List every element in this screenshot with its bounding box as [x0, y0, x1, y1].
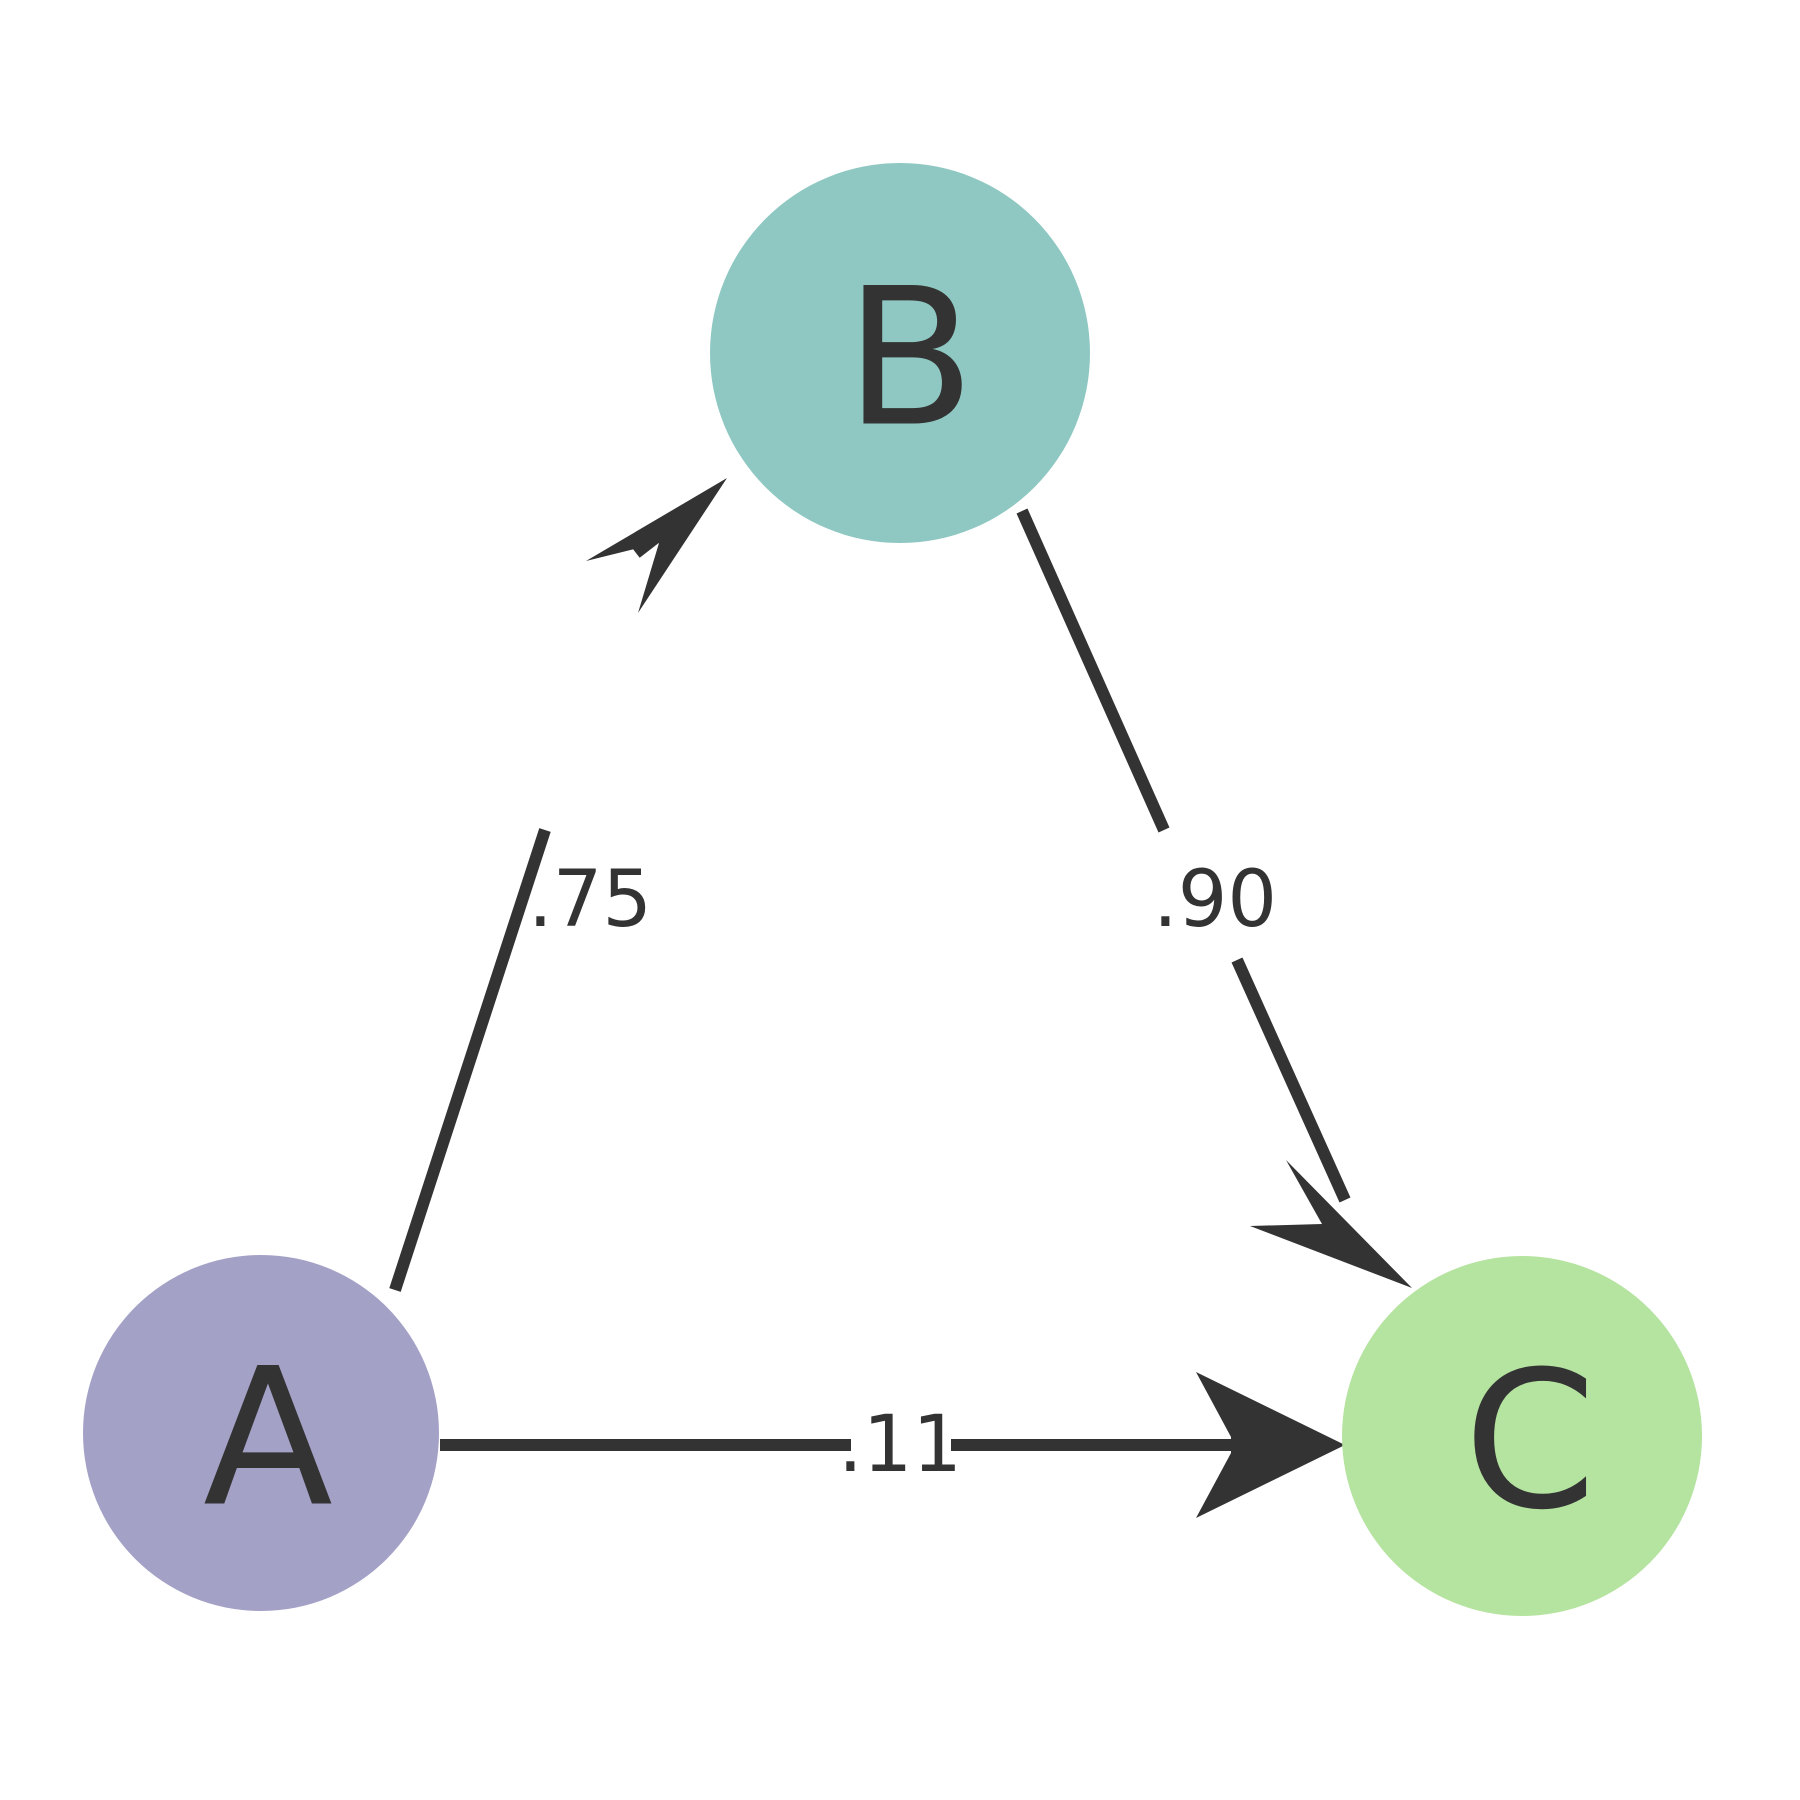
node-c[interactable]: C [1342, 1256, 1702, 1616]
edge-a-to-b[interactable] [389, 478, 727, 1292]
node-b-label: B [845, 248, 975, 469]
edge-a-to-b-segment-lower [389, 828, 551, 1292]
edge-a-to-c[interactable] [440, 1372, 1345, 1518]
edge-b-to-c-segment-upper [1016, 508, 1170, 833]
edge-a-to-b-arrowhead [586, 478, 727, 613]
node-c-label: C [1464, 1331, 1597, 1552]
edge-labels-layer: .75 .90 .11 [528, 855, 1277, 1490]
edge-b-to-c-segment-lower [1231, 957, 1351, 1203]
edge-b-to-c[interactable] [1016, 508, 1412, 1288]
edge-b-to-c-arrowhead [1250, 1160, 1412, 1288]
node-a-label: A [203, 1328, 333, 1549]
edge-label-a-to-b: .75 [528, 855, 652, 945]
edge-a-to-c-arrowhead [1196, 1372, 1345, 1518]
edge-label-a-to-c: .11 [838, 1400, 962, 1490]
edge-label-b-to-c: .90 [1153, 855, 1277, 945]
nodes-layer: A B C [83, 163, 1702, 1616]
node-a[interactable]: A [83, 1255, 439, 1611]
node-c-circle[interactable] [1342, 1256, 1702, 1616]
node-b[interactable]: B [710, 163, 1090, 543]
node-a-circle[interactable] [83, 1255, 439, 1611]
edges-layer [389, 478, 1412, 1518]
node-b-circle[interactable] [710, 163, 1090, 543]
